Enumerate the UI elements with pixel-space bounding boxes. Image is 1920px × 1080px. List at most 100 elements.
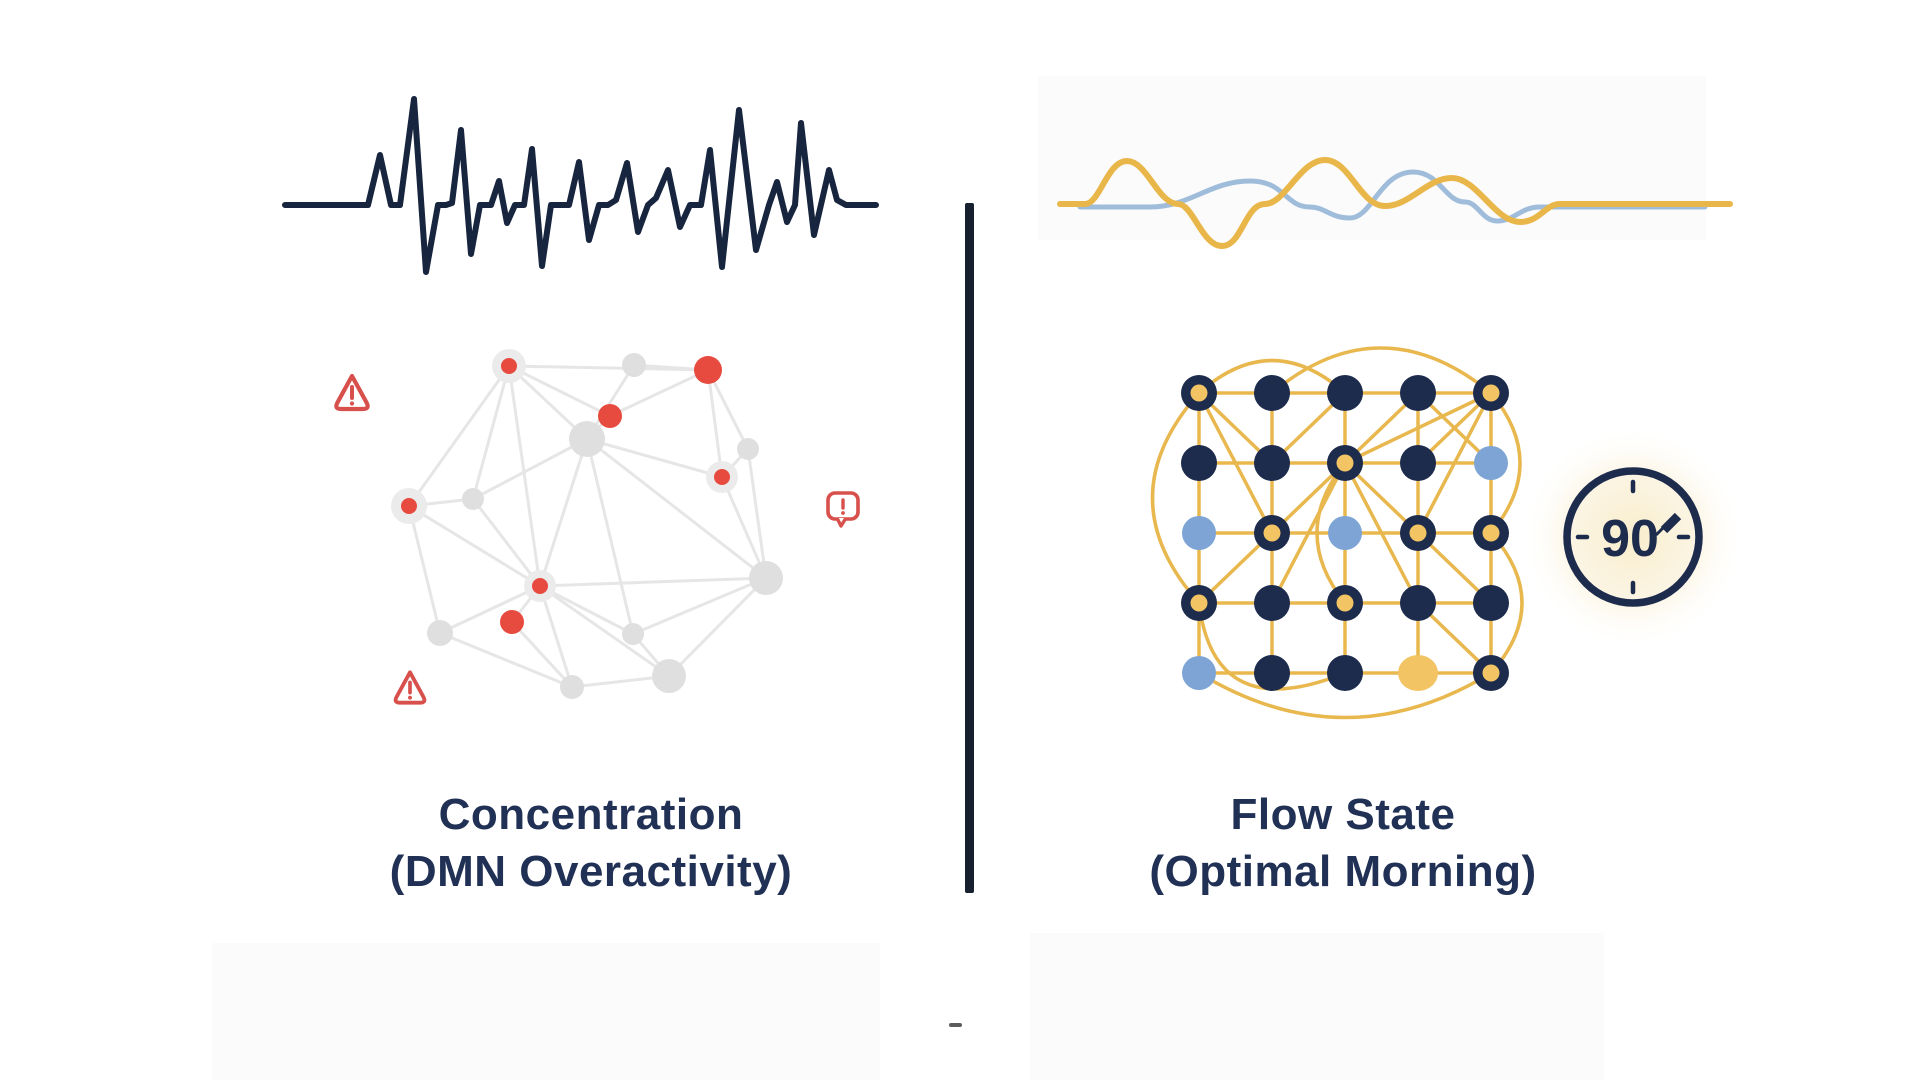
network-edge [508, 364, 611, 418]
grid-node-ring-core [1482, 524, 1500, 542]
network-edge [667, 576, 768, 678]
network-node-gray [652, 659, 686, 693]
network-edge [471, 365, 511, 500]
grid-arc [1270, 346, 1493, 395]
network-node-red [598, 404, 622, 428]
divider-line [965, 203, 974, 893]
timer-icon [1563, 467, 1703, 607]
grid-node-blue [1328, 516, 1362, 550]
network-edge [508, 364, 709, 372]
footer-dash [949, 1023, 962, 1027]
warning-triangle-icon [334, 373, 370, 412]
grid-diagonal [1343, 391, 1493, 465]
grid-arc [1489, 531, 1524, 675]
network-node-red-core [532, 578, 548, 594]
network-node-gray [560, 675, 584, 699]
right-panel-graphics [1057, 156, 1745, 720]
network-edge [407, 505, 442, 634]
grid-arc [1197, 601, 1347, 691]
timer-glow [1521, 425, 1745, 649]
network-edge [586, 437, 723, 479]
grid-node-ring-core [1263, 524, 1281, 542]
network-edge [706, 369, 750, 450]
grid-node-navy [1327, 655, 1363, 691]
network-edge [632, 576, 767, 636]
brain-wave-yellow [1057, 156, 1733, 250]
network-edge [472, 437, 588, 501]
warning-exclamation-dot [349, 401, 355, 406]
grid-diagonal [1416, 391, 1493, 535]
right-caption-line1: Flow State [1230, 790, 1456, 839]
network-node-red-core [714, 469, 730, 485]
grid-node-navy [1400, 585, 1436, 621]
warning-triangle-outline [334, 373, 370, 412]
eeg-wave [282, 96, 879, 275]
network-edge [720, 476, 768, 579]
network-node-red [694, 356, 722, 384]
grid-arc [1197, 671, 1493, 720]
network-edge [439, 584, 541, 635]
grid-node-ring-core [1336, 454, 1354, 472]
left-caption-line1: Concentration [438, 790, 744, 839]
left-caption-line2: (DMN Overactivity) [389, 847, 793, 896]
right-caption-line2: (Optimal Morning) [1149, 847, 1537, 896]
timer-ring [1563, 467, 1703, 607]
background-panel [212, 943, 880, 1080]
network-edge [706, 369, 724, 478]
network-edge [586, 437, 767, 580]
grid-node-ring-core [1336, 594, 1354, 612]
network-node-gray [749, 561, 783, 595]
grid-node-navy [1400, 375, 1436, 411]
grid-node-navy [1254, 655, 1290, 691]
network-edge [539, 584, 670, 678]
grid-arc [1489, 391, 1522, 535]
alert-bubble-icon [826, 491, 860, 528]
alert-bubble-tail [835, 517, 848, 528]
grid-node-ring-core [1190, 384, 1208, 402]
warning-triangle-outline [393, 670, 427, 705]
network-edge [539, 576, 767, 588]
left-panel-graphics [282, 96, 879, 705]
network-edge [609, 368, 709, 418]
grid-node-ring-core [1409, 524, 1427, 542]
timer-minute-prime [1660, 512, 1682, 534]
network-edge [746, 448, 768, 579]
grid-node-navy [1327, 375, 1363, 411]
timer-value: 90 [1601, 510, 1659, 568]
network-node-gray [737, 438, 759, 460]
brain-wave-blue [1077, 169, 1708, 224]
network-node-gray [622, 623, 644, 645]
network-edge [471, 498, 542, 587]
left-caption: Concentration (DMN Overactivity) [390, 786, 793, 900]
grid-node-navy [1254, 445, 1290, 481]
network-node-gray [427, 620, 453, 646]
grid-arc [1197, 358, 1347, 395]
grid-diagonal [1197, 391, 1274, 535]
warning-triangle-icon [393, 670, 427, 705]
grid-node-ring-core [1482, 384, 1500, 402]
grid-diagonal [1270, 461, 1347, 605]
network-edge [585, 438, 635, 635]
warning-exclamation-dot [408, 695, 412, 700]
network-node-gray [569, 421, 605, 457]
network-edge [407, 365, 511, 507]
grid-arc [1150, 391, 1201, 605]
network-edge [510, 620, 574, 689]
grid-node-blue [1182, 656, 1216, 690]
grid-node-navy [1400, 445, 1436, 481]
network-edge [439, 631, 573, 689]
network-node-red [500, 610, 524, 634]
grid-node-ring-core [1190, 594, 1208, 612]
network-edge [538, 438, 589, 587]
grid-node-navy [1254, 375, 1290, 411]
right-caption: Flow State (Optimal Morning) [1149, 786, 1536, 900]
grid-node-blue [1474, 446, 1508, 480]
network-edge [408, 504, 541, 588]
grid-node-ring-core [1482, 664, 1500, 682]
grid-node-gold [1398, 655, 1438, 691]
grid-node-navy [1473, 585, 1509, 621]
background-layer [212, 76, 1706, 1080]
network-node-red-core [501, 358, 517, 374]
